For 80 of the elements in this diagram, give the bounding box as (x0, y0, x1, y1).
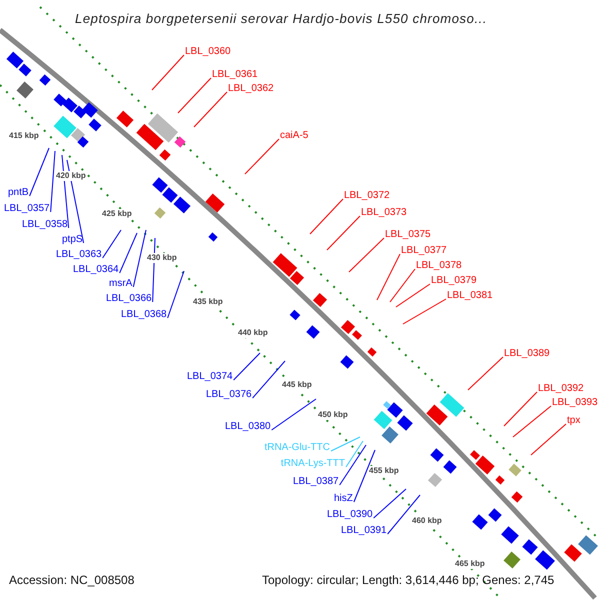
leader-line (326, 216, 360, 250)
gene-label: LBL_0360 (185, 45, 231, 58)
gene-label: LBL_0357 (4, 202, 50, 215)
gene-label: tRNA-Lys-TTT (280, 457, 345, 470)
scale-label: 420 kbp (56, 171, 86, 181)
scale-label: 440 kbp (238, 328, 268, 338)
gene-label: LBL_0389 (504, 347, 550, 360)
gene-label: LBL_0390 (327, 508, 373, 521)
gene-label: LBL_0358 (22, 218, 68, 231)
scale-label: 460 kbp (412, 516, 442, 526)
gene-label: LBL_0380 (225, 420, 271, 433)
title: Leptospira borgpetersenii serovar Hardjo-bovis L550 chromoso... (75, 12, 488, 25)
leader-line (233, 352, 260, 380)
gene-label: caiA-5 (280, 129, 308, 142)
scale-label: 415 kbp (9, 131, 39, 141)
leader-line (66, 160, 84, 244)
leader-line (152, 54, 184, 90)
leader-line (348, 238, 384, 272)
gene-label: LBL_0375 (385, 228, 431, 241)
scale-label: 465 kbp (455, 559, 485, 569)
gene-label: LBL_0363 (56, 248, 102, 261)
leader-line (390, 268, 416, 302)
scale-label: 435 kbp (193, 297, 223, 307)
scale-label: 450 kbp (318, 410, 348, 420)
gene-label: LBL_0381 (447, 289, 493, 302)
leader-line (376, 254, 400, 300)
accession-text: Accession: NC_008508 (9, 574, 134, 587)
leader-line (346, 440, 364, 468)
leader-line (530, 424, 566, 456)
gene-label: LBL_0378 (416, 259, 462, 272)
leader-line (387, 494, 420, 534)
gene-label: pntB (8, 186, 29, 199)
leader-line (330, 436, 360, 452)
leader-line (29, 148, 50, 196)
leader-line (373, 488, 406, 518)
scale-label: 445 kbp (282, 380, 312, 390)
leader-line (152, 238, 156, 302)
leader-line (62, 154, 70, 228)
gene-label: LBL_0361 (212, 68, 258, 81)
gene-label: LBL_0392 (538, 382, 584, 395)
gene-label: hisZ (334, 492, 353, 505)
leader-line (244, 138, 280, 174)
gene-label: LBL_0393 (552, 396, 598, 409)
gene-label: LBL_0376 (206, 388, 252, 401)
gene-label: LBL_0377 (401, 244, 447, 257)
scale-label: 425 kbp (102, 209, 132, 219)
leader-line (167, 270, 184, 318)
leader-line (504, 392, 538, 426)
gene-label: LBL_0387 (293, 475, 339, 488)
gene-label: LBL_0362 (228, 82, 274, 95)
leader-line (339, 444, 366, 486)
gene-label: LBL_0373 (361, 206, 407, 219)
leader-line (194, 92, 228, 128)
leader-line (402, 298, 446, 324)
leader-line (512, 406, 552, 438)
gene-label: tpx (567, 414, 580, 427)
leader-line (252, 360, 286, 398)
leader-line (132, 230, 146, 288)
leader-line (119, 232, 138, 274)
leader-line (353, 450, 376, 502)
gene-label: LBL_0374 (187, 370, 233, 383)
gene-label: LBL_0368 (121, 308, 167, 321)
gene-label: LBL_0372 (344, 189, 390, 202)
leader-line (468, 356, 504, 390)
leader-line (178, 78, 212, 114)
gene-label: tRNA-Glu-TTC (264, 441, 330, 454)
gene-label: ptpS (62, 233, 83, 246)
leader-line (102, 230, 122, 258)
gene-label: LBL_0391 (341, 524, 387, 537)
leader-line (50, 150, 56, 212)
leader-line (396, 284, 430, 308)
gene-label: LBL_0379 (431, 274, 477, 287)
gene-label: msrA (109, 277, 132, 290)
leader-line (310, 198, 344, 234)
scale-label: 430 kbp (147, 253, 177, 263)
gene-label: LBL_0366 (106, 292, 152, 305)
leader-line (271, 398, 316, 430)
scale-label: 455 kbp (369, 466, 399, 476)
gene-label: LBL_0364 (73, 263, 119, 276)
summary-text: Topology: circular; Length: 3,614,446 bp; Genes: 2,745 (262, 574, 554, 587)
